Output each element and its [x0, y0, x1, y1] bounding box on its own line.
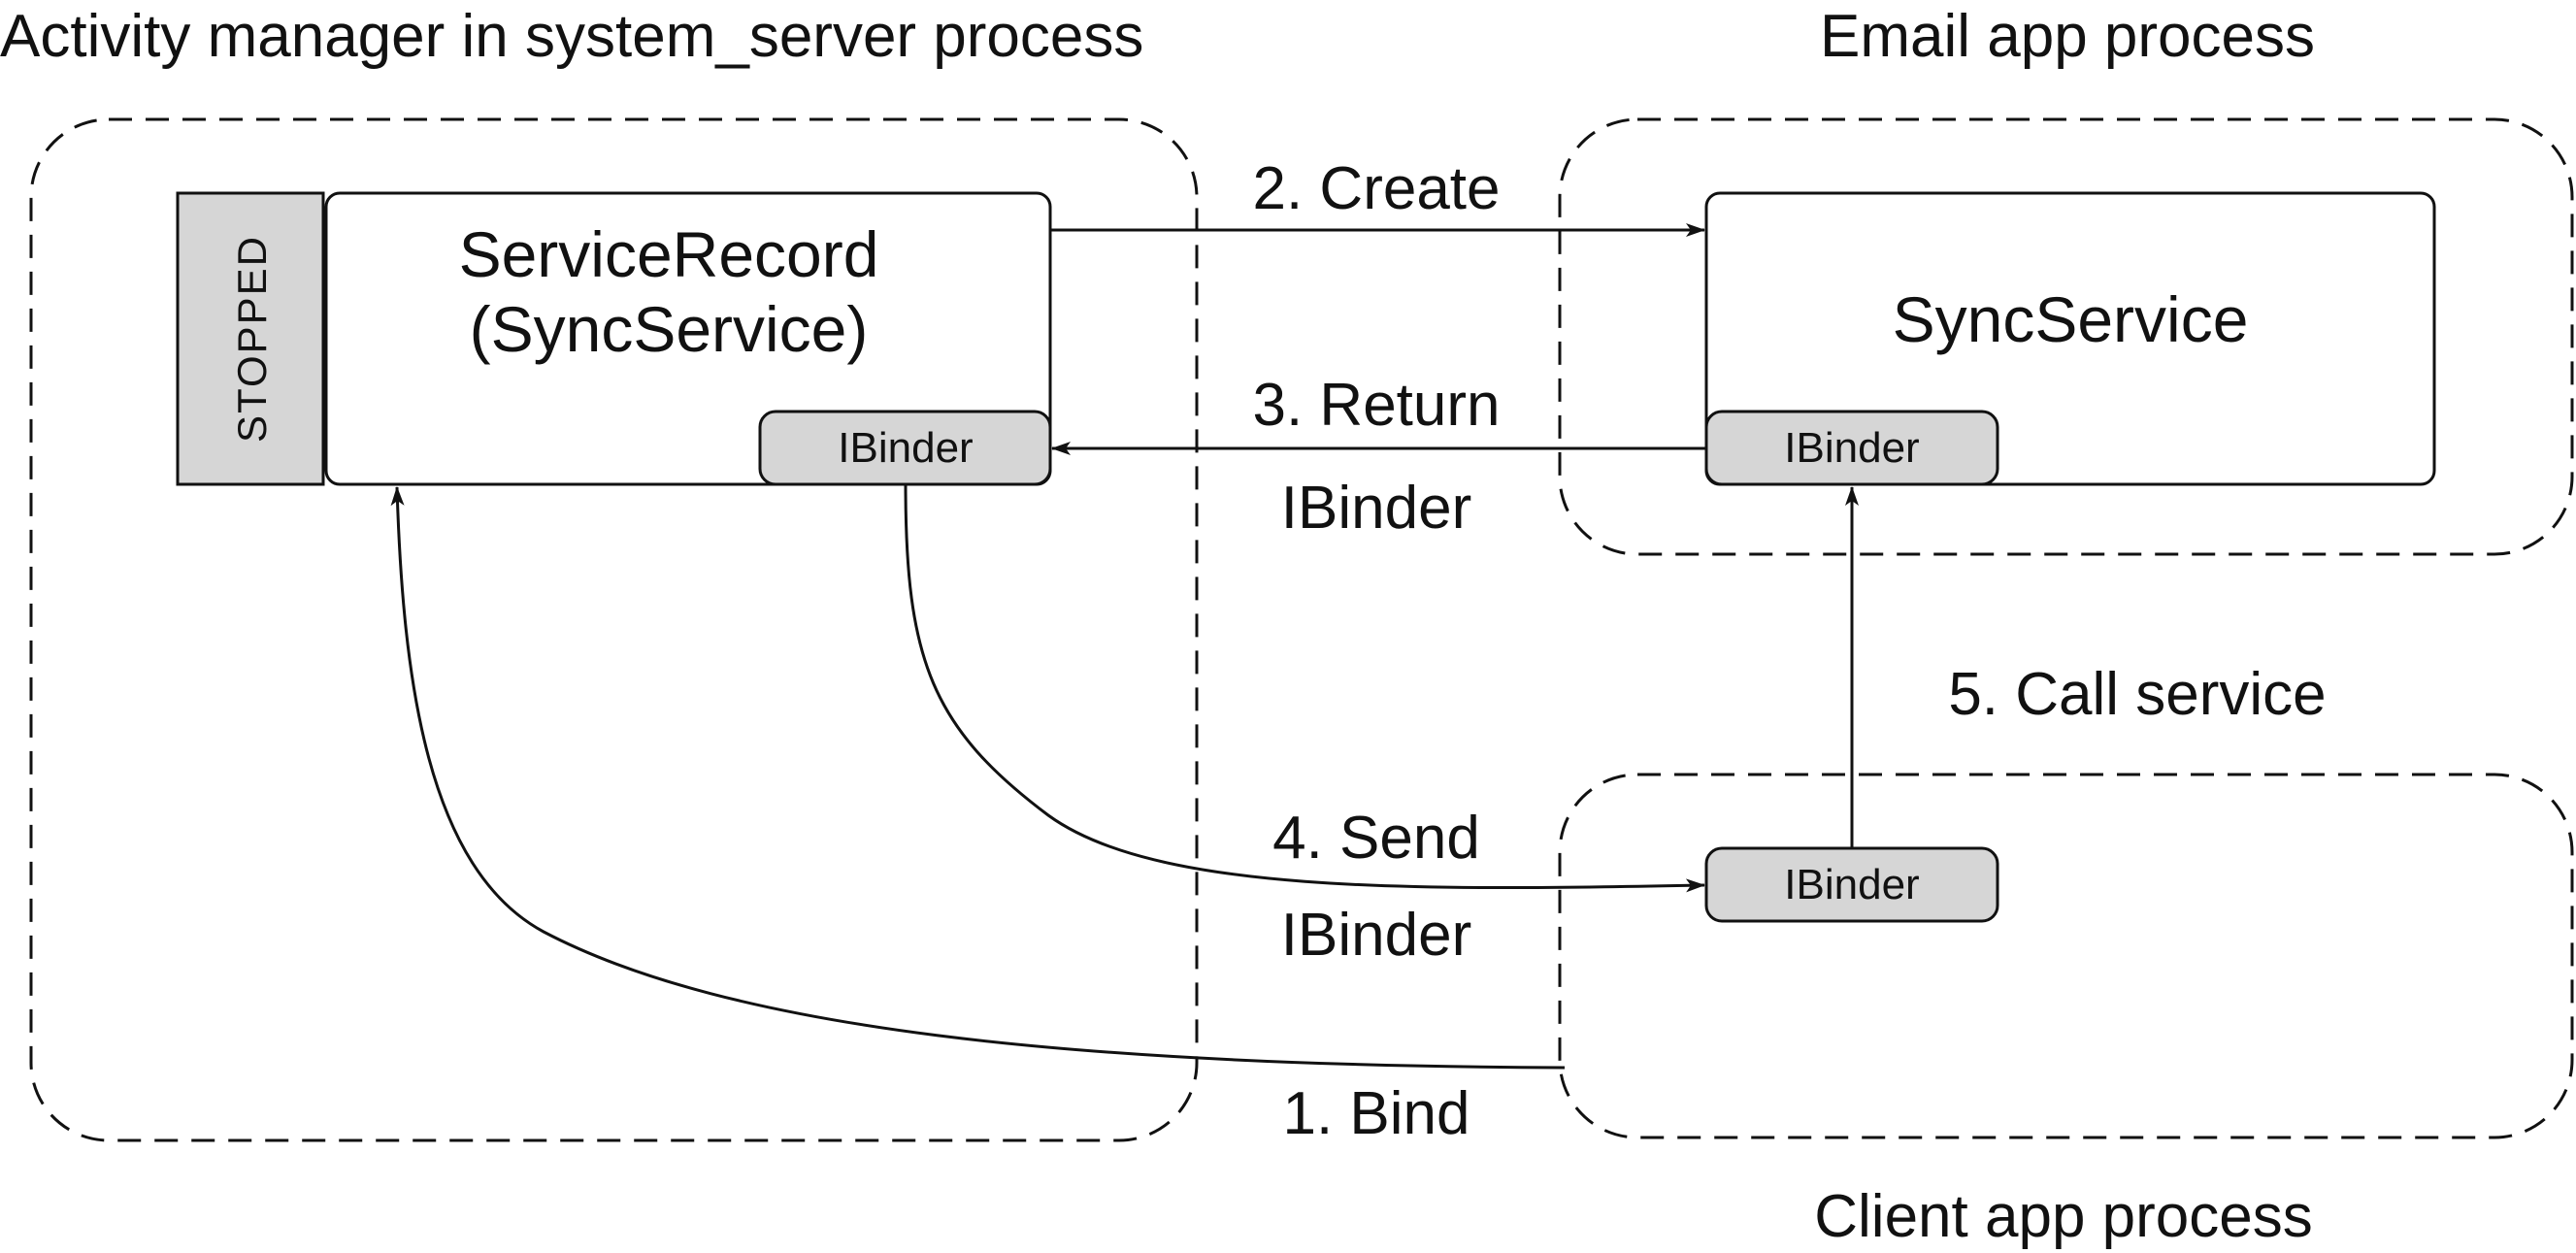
send-ibinder-arrow — [904, 483, 1705, 893]
return-step-label: 3. Return — [1252, 372, 1500, 439]
stopped-state-label: STOPPED — [229, 235, 275, 443]
email-app-process-boundary — [1558, 117, 2574, 556]
client-app-process-title: Client app process — [1814, 1183, 2313, 1250]
bind-arrow — [390, 486, 1566, 1070]
activity-manager-process-title: Activity manager in system_server proces… — [0, 3, 1143, 70]
stopped-state-tab — [176, 191, 325, 486]
bind-step-label: 1. Bind — [1282, 1080, 1470, 1147]
call-service-step-label: 5. Call service — [1948, 661, 2326, 728]
create-step-label: 2. Create — [1252, 155, 1500, 222]
sync-service-ibinder-label: IBinder — [1784, 424, 1919, 472]
return-step-label-ibinder: IBinder — [1281, 475, 1471, 542]
send-step-label: 4. Send — [1272, 805, 1480, 872]
sync-service-title: SyncService — [1893, 283, 2249, 355]
send-step-label-ibinder: IBinder — [1281, 902, 1471, 969]
email-app-process-title: Email app process — [1820, 3, 2315, 70]
client-ibinder-label: IBinder — [1784, 861, 1919, 908]
service-record-subtitle: (SyncService) — [470, 293, 869, 365]
service-record-ibinder-label: IBinder — [838, 424, 973, 472]
activity-manager-process-boundary — [29, 117, 1199, 1142]
client-app-process-boundary — [1558, 773, 2574, 1139]
service-record-title: ServiceRecord — [459, 218, 879, 290]
